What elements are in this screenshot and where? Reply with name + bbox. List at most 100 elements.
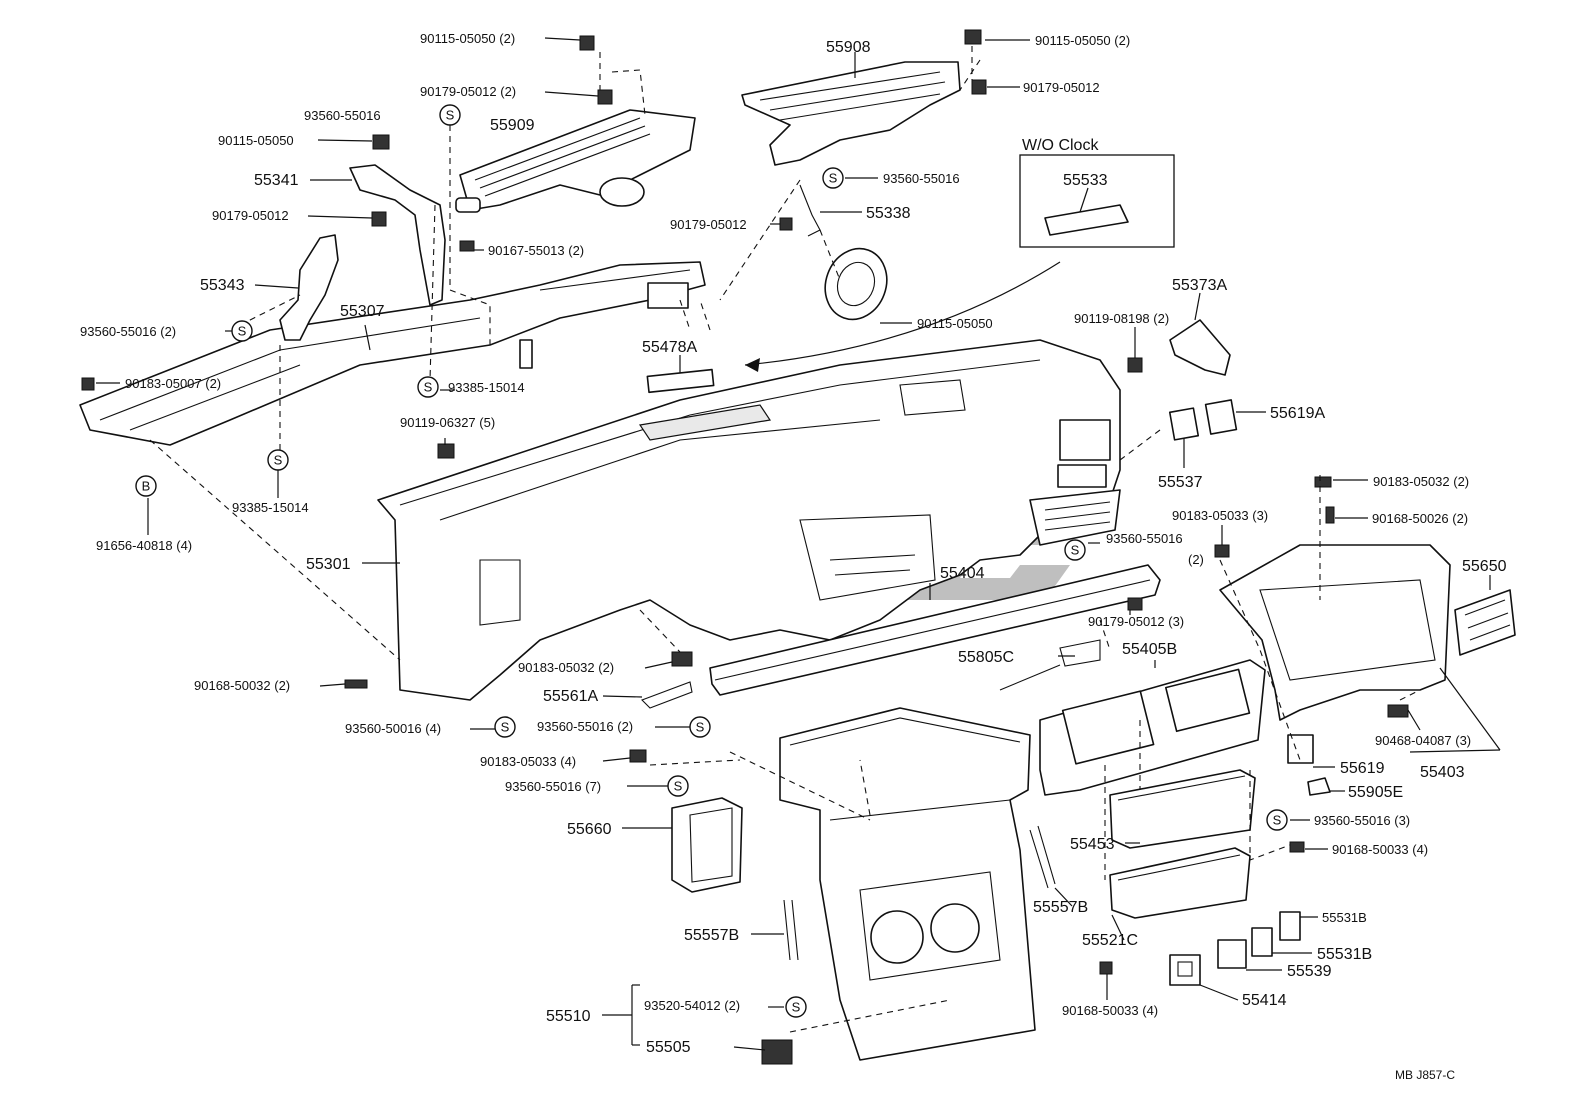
svg-text:S: S bbox=[674, 779, 683, 794]
label-55905E: 55905E bbox=[1348, 784, 1403, 801]
label-55531B-b: 55531B bbox=[1317, 946, 1372, 963]
label-55338: 55338 bbox=[866, 205, 911, 222]
label-55909: 55909 bbox=[490, 117, 535, 134]
part-speaker-assembly bbox=[824, 247, 888, 321]
part-labels: 90115-05050 (2) 90179-05012 (2) 93560-55… bbox=[80, 31, 1507, 1082]
part-55619A-cover bbox=[1204, 399, 1238, 435]
label-93520-54012: 93520-54012 (2) bbox=[644, 998, 740, 1013]
label-55521C: 55521C bbox=[1082, 932, 1138, 949]
s-symbol: S bbox=[1064, 539, 1086, 561]
label-55908: 55908 bbox=[826, 39, 871, 56]
svg-text:S: S bbox=[446, 108, 455, 123]
part-55557B-bracket-right bbox=[1029, 825, 1056, 889]
label-90183-05033-3: 90183-05033 (3) bbox=[1172, 508, 1268, 523]
label-55414: 55414 bbox=[1242, 992, 1287, 1009]
label-55510: 55510 bbox=[546, 1008, 591, 1025]
fasteners bbox=[81, 29, 1409, 1065]
part-55341-bracket bbox=[349, 164, 446, 306]
label-90167-55013: 90167-55013 (2) bbox=[488, 243, 584, 258]
clock-arrow bbox=[744, 261, 1061, 372]
svg-text:S: S bbox=[1071, 543, 1080, 558]
label-90119-06327: 90119-06327 (5) bbox=[400, 415, 495, 430]
svg-text:S: S bbox=[1273, 813, 1282, 828]
s-symbol: S bbox=[267, 449, 289, 471]
part-55405B-center-finish-panel bbox=[1039, 659, 1266, 796]
label-55531B-a: 55531B bbox=[1322, 910, 1367, 925]
label-55619A: 55619A bbox=[1270, 405, 1325, 422]
s-symbol: S bbox=[494, 716, 516, 738]
part-55338-bracket bbox=[799, 184, 821, 237]
s-symbol: S bbox=[822, 167, 844, 189]
label-55557B-right: 55557B bbox=[1033, 899, 1088, 916]
label-55539: 55539 bbox=[1287, 963, 1332, 980]
part-55805C-lock bbox=[999, 639, 1101, 691]
label-90183-05007: 90183-05007 (2) bbox=[125, 376, 221, 391]
part-55404-panel-pad bbox=[709, 564, 1161, 696]
svg-text:S: S bbox=[696, 720, 705, 735]
label-93385-15014-a: 93385-15014 bbox=[448, 380, 525, 395]
label-paren-2: (2) bbox=[1188, 552, 1204, 567]
svg-text:S: S bbox=[238, 324, 247, 339]
label-90179-05012-3: 90179-05012 (3) bbox=[1088, 614, 1184, 629]
part-55561A-bracket bbox=[641, 681, 693, 709]
label-93560-55016-7: 93560-55016 (7) bbox=[505, 779, 601, 794]
label-55478A: 55478A bbox=[642, 339, 697, 356]
label-90168-50033-b: 90168-50033 (4) bbox=[1062, 1003, 1158, 1018]
label-93560-55016-2-mid: 93560-55016 (2) bbox=[537, 719, 633, 734]
dashed-reference-lines bbox=[149, 46, 1421, 1033]
label-90183-05032-mid: 90183-05032 (2) bbox=[518, 660, 614, 675]
s-symbol: S bbox=[417, 376, 439, 398]
part-55533-clock-cover bbox=[1044, 204, 1129, 236]
part-55403-meter-hood bbox=[1219, 544, 1451, 721]
part-55905E-knob bbox=[1307, 777, 1331, 796]
label-90179-05012-mid: 90179-05012 bbox=[670, 217, 747, 232]
leader-lines bbox=[96, 37, 1501, 1051]
part-55619-cover bbox=[1287, 734, 1314, 764]
label-93385-15014-b: 93385-15014 bbox=[232, 500, 309, 515]
label-55403: 55403 bbox=[1420, 764, 1465, 781]
inset-title: W/O Clock bbox=[1022, 137, 1099, 154]
part-55373A-bracket bbox=[1169, 319, 1231, 376]
part-55539-switch bbox=[1217, 939, 1247, 969]
label-90468-04087: 90468-04087 (3) bbox=[1375, 733, 1471, 748]
symbol-s-markers: S S S S S S S S S S S B bbox=[135, 104, 1288, 1018]
s-symbol: S bbox=[689, 716, 711, 738]
label-90183-05032-right: 90183-05032 (2) bbox=[1373, 474, 1469, 489]
svg-text:S: S bbox=[501, 720, 510, 735]
label-93560-50016: 93560-50016 (4) bbox=[345, 721, 441, 736]
label-55557B-left: 55557B bbox=[684, 927, 739, 944]
label-55537: 55537 bbox=[1158, 474, 1203, 491]
label-90168-50033-a: 90168-50033 (4) bbox=[1332, 842, 1428, 857]
label-55619: 55619 bbox=[1340, 760, 1385, 777]
label-90168-50026: 90168-50026 (2) bbox=[1372, 511, 1468, 526]
label-93560-55016-mid: 93560-55016 bbox=[883, 171, 960, 186]
part-55478A-ornament bbox=[646, 368, 715, 394]
s-symbol: S bbox=[439, 104, 461, 126]
label-90115-05050-2-left: 90115-05050 (2) bbox=[420, 31, 515, 46]
part-55414-switch bbox=[1169, 954, 1201, 986]
label-55341: 55341 bbox=[254, 172, 299, 189]
label-90119-08198: 90119-08198 (2) bbox=[1074, 311, 1169, 326]
part-55557B-bracket-left bbox=[783, 899, 799, 961]
part-55453-box bbox=[1109, 769, 1256, 849]
part-55301-instrument-panel bbox=[377, 339, 1121, 701]
part-55510-lower-panel bbox=[779, 707, 1036, 1061]
label-90179-05012-2: 90179-05012 (2) bbox=[420, 84, 516, 99]
label-90183-05033-4: 90183-05033 (4) bbox=[480, 754, 576, 769]
part-55650-vent bbox=[1454, 589, 1516, 656]
part-55343-bracket bbox=[279, 234, 339, 341]
label-55533: 55533 bbox=[1063, 172, 1108, 189]
s-symbol: S bbox=[785, 996, 807, 1018]
label-90115-05050-left: 90115-05050 bbox=[218, 133, 294, 148]
part-55908-defroster-nozzle bbox=[741, 61, 961, 166]
label-90115-05050-2-right: 90115-05050 (2) bbox=[1035, 33, 1130, 48]
label-55307: 55307 bbox=[340, 303, 385, 320]
s-symbol: S bbox=[231, 320, 253, 342]
label-55343: 55343 bbox=[200, 277, 245, 294]
label-90168-50032: 90168-50032 (2) bbox=[194, 678, 290, 693]
label-93560-55016-3: 93560-55016 (3) bbox=[1314, 813, 1410, 828]
label-55650: 55650 bbox=[1462, 558, 1507, 575]
part-55909-defroster-duct bbox=[455, 109, 696, 213]
svg-text:B: B bbox=[142, 479, 151, 494]
inset-box-without-clock: W/O Clock bbox=[1019, 137, 1175, 248]
